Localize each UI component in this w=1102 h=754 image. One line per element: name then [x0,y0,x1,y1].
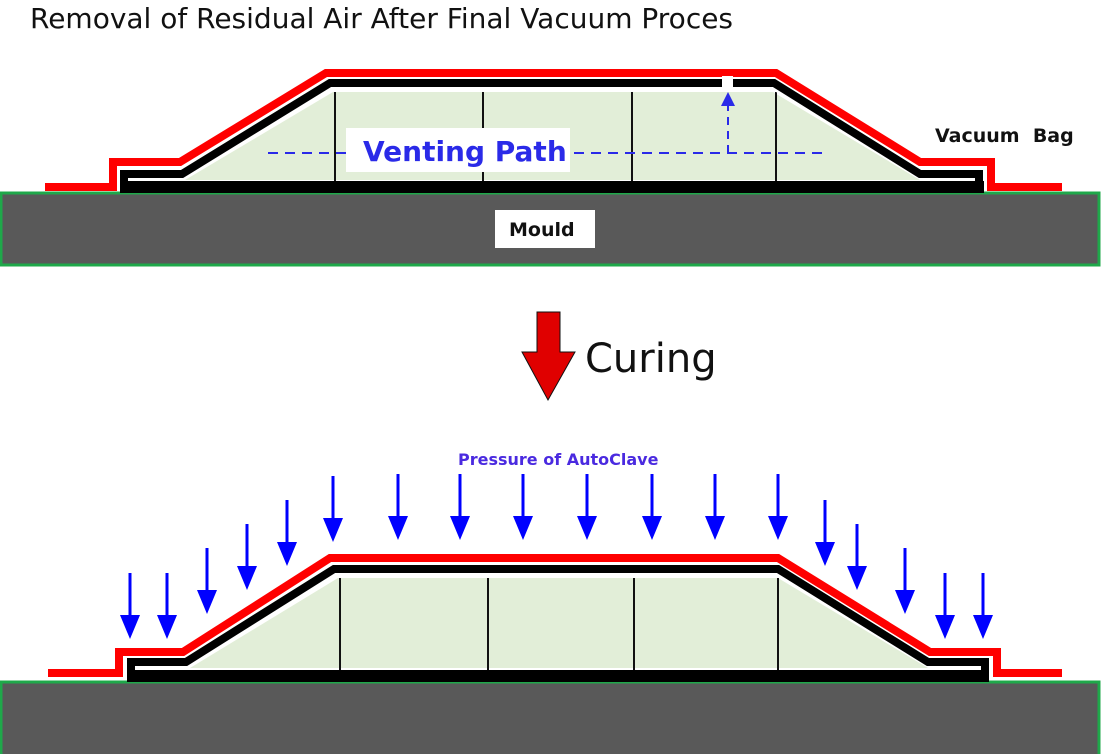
pressure-arrow-icon [197,548,217,614]
pressure-arrow-icon [895,548,915,614]
pressure-arrow-icon [642,474,662,540]
autoclave-pressure-arrows [120,474,993,639]
pressure-arrow-icon [450,474,470,540]
curing-label: Curing [585,336,717,382]
pressure-arrow-icon [513,474,533,540]
composite-part-bottom [190,578,928,668]
bottom-assembly [0,554,1101,754]
pressure-label: Pressure of AutoClave [458,450,659,469]
breather-layer-top [120,79,983,193]
vent-up-arrow-icon [721,92,735,106]
vacuum-bag-top [45,69,1062,191]
pressure-arrow-icon [705,474,725,540]
diagram-title: Removal of Residual Air After Final Vacu… [30,2,733,35]
pressure-arrow-icon [323,476,343,542]
mould-bottom [0,680,1101,754]
pressure-arrow-icon [577,474,597,540]
pressure-arrow-icon [768,474,788,540]
pressure-arrow-icon [237,524,257,590]
pressure-arrow-icon [120,573,140,639]
down-arrow-icon [521,311,576,402]
pressure-arrow-icon [935,573,955,639]
pressure-arrow-icon [157,573,177,639]
pressure-arrow-icon [815,500,835,566]
breather-layer-bottom [127,565,989,682]
ply-dividers-bottom [339,578,779,670]
pressure-arrow-icon [388,474,408,540]
vacuum-bag-label: Vacuum Bag [935,125,1074,147]
pressure-arrow-icon [847,524,867,590]
top-assembly: Venting Path Vacuum Bag Mould [0,69,1101,267]
pressure-arrow-icon [277,500,297,566]
vacuum-bag-bottom [48,554,1062,677]
venting-path-label: Venting Path [363,135,567,168]
mould-label: Mould [509,219,575,241]
pressure-arrow-icon [973,573,993,639]
